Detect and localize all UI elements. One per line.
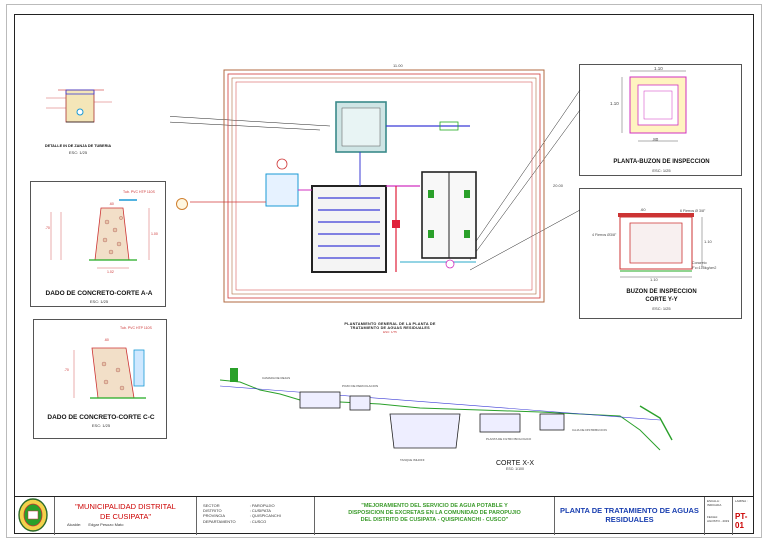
title-block-escala: ESCALA : INDICADA FECHA: AGOSTO - 2019 <box>704 497 732 535</box>
plan-title-line-1: PLANTAMIENTO GENERAL DE LA PLANTA DE <box>344 322 436 326</box>
buzon-yy-dim-right: 1.10 <box>704 239 712 244</box>
dado-aa-dim-left: .70 <box>45 226 50 230</box>
dado-aa-dim-top: .60 <box>109 202 114 206</box>
info-value-distrito: : CUSIPATA <box>249 508 271 514</box>
info-key-provincia: PROVINCIA <box>203 513 226 519</box>
plan-dim-top: 11.00 <box>393 63 403 68</box>
project-line-1: "MEJORAMIENTO DEL SERVICIO DE AGUA POTAB… <box>361 503 508 509</box>
project-line-3: DEL DISTRITO DE CUSIPATA - QUISPICANCHI … <box>360 517 509 523</box>
lamina-label: LAMINA : <box>735 499 748 503</box>
section-caption-block: CORTE X-X ESC: 1/100 <box>480 460 550 471</box>
plan-title-line-2: TRATAMIENTO DE AGUAS RESIDUALES <box>350 326 430 330</box>
info-value-provincia: : QUISPICANCHI <box>249 513 281 519</box>
alcalde-name: Edgar Pesozo Mato <box>88 522 124 527</box>
detail-tuberia: DETALLE IN DE ZANJA DE TUBERIA ESC: 1/25 <box>38 82 118 156</box>
sheet-title-line-1: PLANTA DE TRATAMIENTO DE AGUAS <box>560 506 699 515</box>
detail-dado-cc: Tub. PVC HTP 110S .60 .70 DADO DE CONCRE… <box>33 319 167 439</box>
sheet-outer-border <box>6 4 762 538</box>
plan-dim-right: 20.00 <box>553 183 564 188</box>
buzon-yy-note-4: F'c=175kg/cm2 <box>692 266 717 270</box>
info-key-sector: SECTOR <box>203 503 220 508</box>
dado-aa-drawing <box>50 199 150 269</box>
buzon-yy-scale: ESC: 1/25 <box>652 306 671 311</box>
detail-tuberia-scale: ESC: 1/25 <box>68 150 88 155</box>
planta-buzon-dim-bottom: .80 <box>652 137 659 142</box>
planta-buzon-dim-left: 1.10 <box>610 101 619 106</box>
detail-buzon-yy: 6 Fierros Ø 3/8" 4 Fierros Ø3/8" Concret… <box>579 188 742 319</box>
info-value-sector: : PAROPUJIO <box>249 503 275 508</box>
project-line-2: DISPOSICION DE EXCRETAS EN LA COMUNIDAD … <box>348 510 521 516</box>
dado-aa-dim-bottom: 1.02 <box>107 270 114 274</box>
planta-buzon-scale: ESC: 1/25 <box>652 168 671 173</box>
dado-aa-pipe-note: Tub. PVC HTP 110S <box>123 190 155 194</box>
detail-dado-aa: Tub. PVC HTP 110S .60 .70 1.00 1.02 DADO… <box>30 181 166 307</box>
sheet-code: PT-01 <box>735 512 748 530</box>
escala-value: INDICADA <box>707 503 722 507</box>
dado-cc-pipe-note: Tub. PVC HTP 110S <box>120 326 152 330</box>
dado-cc-dim-top: .60 <box>104 338 109 342</box>
dado-cc-scale: ESC: 1/25 <box>91 423 111 428</box>
dado-cc-dim-left: .70 <box>64 368 69 372</box>
buzon-yy-note-3: Concreto <box>692 261 707 265</box>
section-xx-drawing <box>220 368 673 451</box>
section-label-camara: CAMARA DE REJAS <box>262 376 291 380</box>
title-block: "MUNICIPALIDAD DISTRITAL DE CUSIPATA" Al… <box>14 496 754 535</box>
dado-cc-drawing <box>73 347 146 399</box>
dado-aa-caption: DADO DE CONCRETO-CORTE A-A <box>45 290 153 297</box>
planta-buzon-drawing <box>621 70 687 142</box>
fecha-value: AGOSTO - 2019 <box>707 519 730 523</box>
plan-scale: ESC: 1/75 <box>383 330 397 334</box>
info-key-distrito: DISTRITO <box>203 508 222 514</box>
buzon-yy-drawing <box>618 213 703 278</box>
buzon-yy-note-1: 6 Fierros Ø 3/8" <box>680 209 706 213</box>
title-block-project: "MEJORAMIENTO DEL SERVICIO DE AGUA POTAB… <box>314 497 554 535</box>
dado-cc-caption: DADO DE CONCRETO-CORTE C-C <box>47 414 155 421</box>
buzon-yy-note-2: 4 Fierros Ø3/8" <box>592 233 617 237</box>
municipality-logo-icon <box>18 498 48 532</box>
buzon-yy-caption-2: CORTE Y-Y <box>645 297 678 303</box>
dado-aa-scale: ESC: 1/25 <box>89 299 109 304</box>
plan-title: PLANTAMIENTO GENERAL DE LA PLANTA DE TRA… <box>330 322 450 334</box>
sheet-title-line-2: RESIDUALES <box>605 515 654 524</box>
buzon-yy-dim-bottom: 1.10 <box>650 277 658 282</box>
municipality-line-2: DE CUSIPATA" <box>99 512 151 521</box>
section-scale: ESC: 1/100 <box>506 467 524 471</box>
inlet-caja <box>176 198 188 210</box>
buzon-yy-dim-top: .60 <box>640 207 646 212</box>
section-label-pozo: POZO DE PERCOLACION <box>342 384 379 388</box>
info-key-departamento: DEPARTAMENTO <box>203 518 236 524</box>
section-label-caja: CAJA DE DISTRIBUCION <box>572 428 607 432</box>
detail-planta-buzon: 1.10 1.10 .80 PLANTA-BUZON DE INSPECCION… <box>579 64 742 176</box>
section-caption: CORTE X-X <box>496 460 534 467</box>
planta-buzon-caption: PLANTA-BUZON DE INSPECCION <box>613 159 710 165</box>
detail-tuberia-drawing <box>46 89 112 123</box>
title-block-sheet-title: PLANTA DE TRATAMIENTO DE AGUAS RESIDUALE… <box>554 497 704 535</box>
buzon-yy-caption-1: BUZON DE INSPECCION <box>626 289 697 295</box>
municipality-line-1: "MUNICIPALIDAD DISTRITAL <box>75 502 176 511</box>
section-label-filtro: PLANTA DE FILTRO BIOLOGICO <box>486 437 532 441</box>
section-label-imhoff: TANQUE IMHOFF <box>400 458 425 462</box>
dado-aa-dim-right: 1.00 <box>151 232 158 236</box>
title-block-location: SECTOR DISTRITO PROVINCIA DEPARTAMENTO :… <box>196 497 314 535</box>
plant-general-plan <box>170 69 581 303</box>
planta-buzon-dim-top: 1.10 <box>654 66 663 71</box>
fecha-label: FECHA: <box>707 515 719 519</box>
detail-tuberia-caption: DETALLE IN DE ZANJA DE TUBERIA <box>44 144 112 148</box>
info-value-departamento: : CUSCO <box>249 518 267 524</box>
title-block-municipality: "MUNICIPALIDAD DISTRITAL DE CUSIPATA" Al… <box>54 497 196 535</box>
title-block-logo-cell <box>14 497 54 535</box>
alcalde-label: Alcalde: <box>67 522 82 527</box>
escala-label: ESCALA : <box>707 499 721 503</box>
sheet-border <box>14 14 754 534</box>
title-block-lamina: LAMINA : PT-01 <box>732 497 754 535</box>
alcalde-row: Alcalde: Edgar Pesozo Mato <box>55 522 196 527</box>
